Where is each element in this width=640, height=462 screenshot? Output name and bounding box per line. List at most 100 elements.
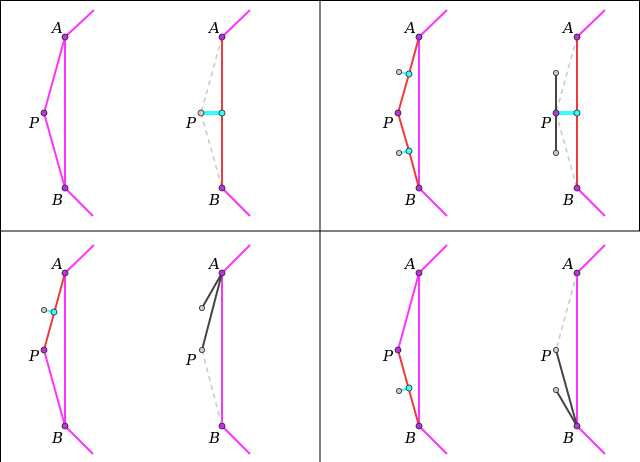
segment-p-q2 <box>397 112 410 152</box>
panel-top-right-b: A B P <box>540 9 606 217</box>
edge-b-extension <box>418 425 448 455</box>
point-b <box>573 184 581 192</box>
label-p: P <box>185 351 197 369</box>
midpoint-cyan <box>573 109 581 117</box>
midpoint-upper <box>50 308 58 316</box>
dashed-p-b <box>200 112 223 189</box>
point-b <box>61 184 69 192</box>
dashed-a-p <box>200 36 223 114</box>
point-p-handle <box>553 346 560 353</box>
label-a: A <box>50 255 63 273</box>
dashed-p-b <box>555 112 578 189</box>
point-a <box>573 269 581 277</box>
segment-a-p <box>397 272 420 351</box>
point-a <box>573 33 581 41</box>
segment-p-b <box>43 349 66 427</box>
handle-bottom <box>553 149 560 156</box>
panel-top-right: A B P <box>382 9 448 217</box>
edge-b-extension <box>64 187 94 217</box>
edge-a-extension <box>221 244 251 274</box>
point-a <box>415 33 423 41</box>
panel-top-left: A B P <box>28 9 95 217</box>
edge-b-extension <box>576 187 606 217</box>
edge-b-extension <box>576 425 606 455</box>
panel-bottom-right: A B P <box>382 244 448 455</box>
edge-a-extension <box>418 9 448 38</box>
segment-q1-p <box>397 73 410 114</box>
edge-a-extension <box>576 244 606 274</box>
edge-b-extension <box>64 425 94 455</box>
midpoint-lower <box>405 384 413 392</box>
label-b: B <box>208 429 220 447</box>
point-a <box>218 269 226 277</box>
label-b: B <box>51 429 63 447</box>
dashed-a-p <box>555 272 578 351</box>
label-b: B <box>208 191 220 209</box>
handle-lower <box>553 386 560 393</box>
label-p: P <box>28 114 40 132</box>
dark-handle-b <box>555 389 578 427</box>
point-b <box>218 422 226 430</box>
label-a: A <box>207 255 220 273</box>
point-p <box>394 346 402 354</box>
handle-upper <box>198 304 205 311</box>
midpoint-lower <box>405 147 413 155</box>
point-a <box>61 33 69 41</box>
label-p: P <box>185 114 197 132</box>
point-a <box>218 33 226 41</box>
dashed-a-p <box>555 36 578 114</box>
label-b: B <box>404 429 416 447</box>
dark-a-handle <box>201 272 223 309</box>
handle-top <box>553 70 560 77</box>
edge-b-extension <box>221 187 251 217</box>
label-p: P <box>382 114 394 132</box>
segment-p-b <box>43 112 66 189</box>
point-b <box>415 422 423 430</box>
label-a: A <box>561 255 574 273</box>
panel-top-left-b: A B P <box>185 9 251 217</box>
label-p: P <box>540 347 552 365</box>
segment-q2-b <box>408 150 420 189</box>
point-p <box>552 109 560 117</box>
point-p <box>394 109 402 117</box>
edge-a-extension <box>221 9 251 38</box>
label-p: P <box>28 347 40 365</box>
label-a: A <box>207 19 220 37</box>
edge-a-extension <box>418 244 448 274</box>
point-b <box>573 422 581 430</box>
edge-b-extension <box>221 425 251 455</box>
label-a: A <box>403 19 416 37</box>
label-b: B <box>51 191 63 209</box>
edge-b-extension <box>418 187 448 217</box>
label-b: B <box>562 429 574 447</box>
point-b <box>218 184 226 192</box>
edge-a-extension <box>576 9 606 38</box>
label-a: A <box>561 19 574 37</box>
handle-upper <box>41 306 48 313</box>
panel-bottom-left-b: A B P <box>185 244 251 455</box>
label-p: P <box>382 347 394 365</box>
midpoint-cyan <box>218 109 226 117</box>
panel-bottom-right-b: A B P <box>540 244 606 455</box>
handle-lower <box>395 149 402 156</box>
dark-p-b <box>555 349 578 427</box>
point-a <box>61 269 69 277</box>
point-b <box>61 422 69 430</box>
point-b <box>415 184 423 192</box>
point-p-handle <box>197 109 205 117</box>
dark-a-p <box>201 272 223 351</box>
segment-a-p <box>43 36 66 114</box>
label-a: A <box>50 19 63 37</box>
handle-lower <box>395 387 402 394</box>
handle-upper <box>395 69 402 76</box>
label-p: P <box>540 114 552 132</box>
dashed-p-b <box>201 349 223 427</box>
point-a <box>415 269 423 277</box>
label-a: A <box>403 255 416 273</box>
edge-a-extension <box>64 9 95 38</box>
midpoint-upper <box>405 70 413 78</box>
label-b: B <box>562 191 574 209</box>
point-p <box>40 346 48 354</box>
panel-bottom-left: A B P <box>28 244 95 455</box>
